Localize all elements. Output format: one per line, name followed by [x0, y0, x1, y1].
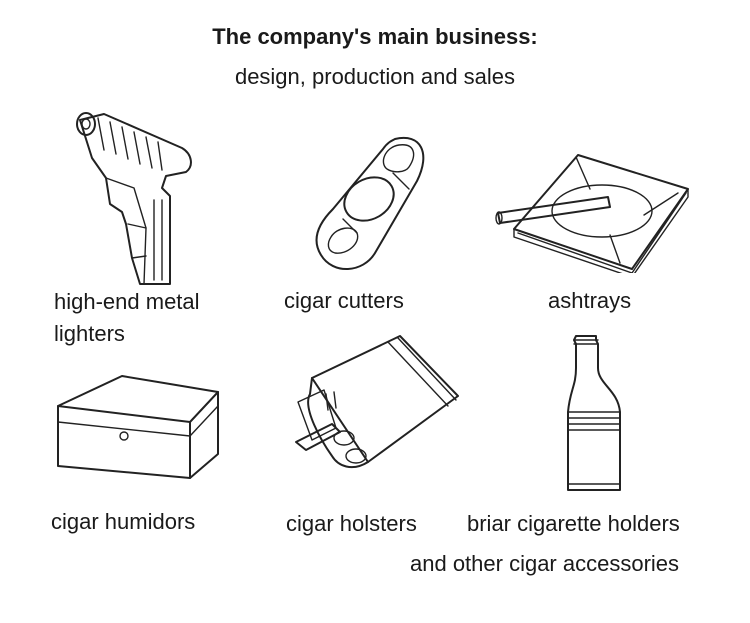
product-label-lighters: high-end metal lighters — [54, 289, 200, 346]
product-label-holsters: cigar holsters — [286, 511, 417, 536]
page-title: The company's main business: — [212, 24, 538, 49]
cigar-cutter-icon — [313, 133, 429, 271]
humidor-icon — [54, 374, 222, 480]
bottle-icon — [560, 334, 632, 494]
product-label-humidors: cigar humidors — [51, 509, 196, 534]
ashtray-icon — [492, 153, 692, 273]
product-label-cutters: cigar cutters — [284, 288, 404, 313]
product-label-ashtrays: ashtrays — [548, 288, 632, 313]
lighter-icon — [70, 108, 200, 288]
cigar-holster-icon — [292, 332, 460, 482]
footer-note: and other cigar accessories — [410, 551, 680, 576]
product-label-holders: briar cigarette holders — [467, 511, 680, 536]
page-subtitle: design, production and sales — [234, 64, 516, 89]
